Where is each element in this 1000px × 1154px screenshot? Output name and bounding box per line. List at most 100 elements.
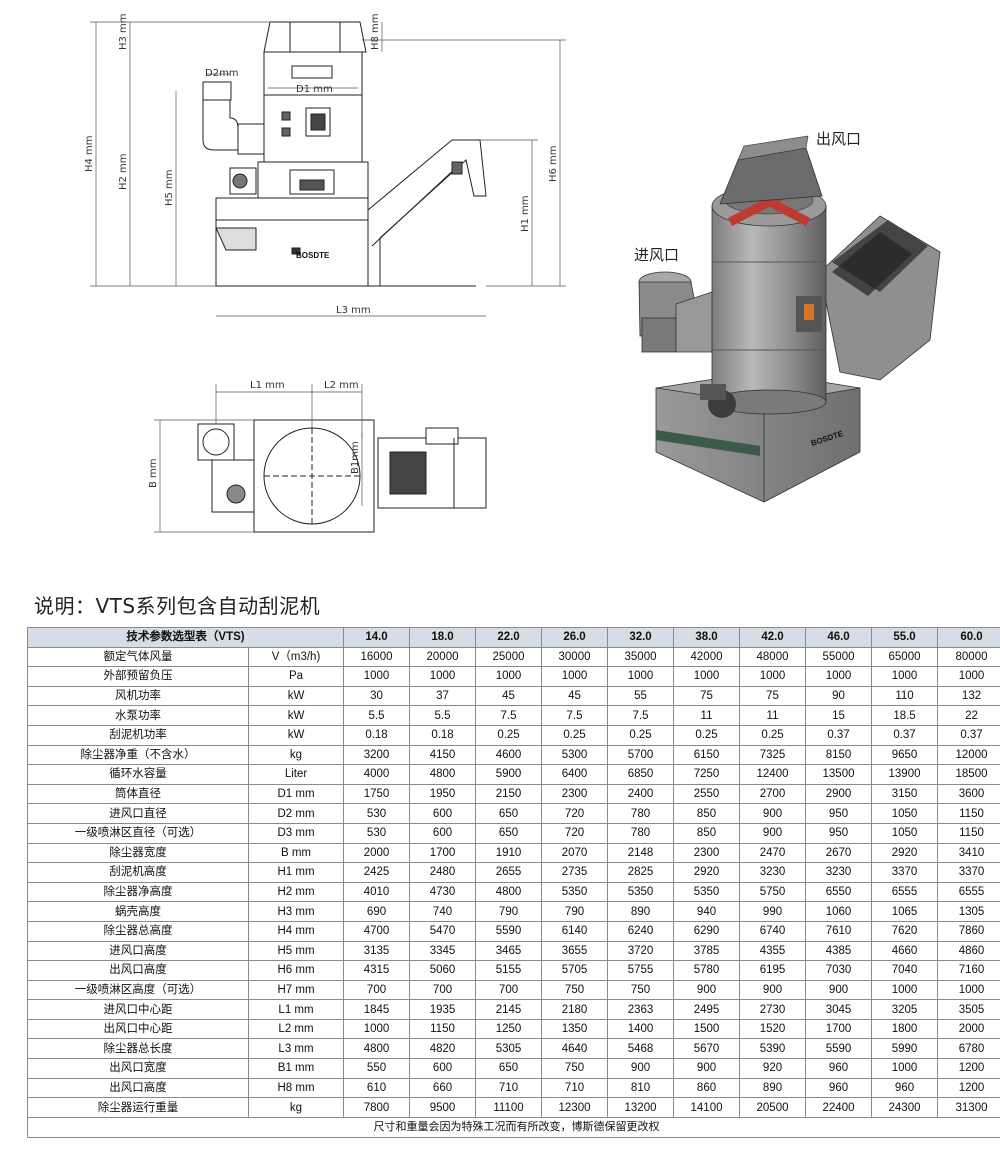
dim-b-label: B mm: [148, 458, 159, 488]
param-value: 4820: [409, 1038, 477, 1060]
param-value: 7160: [937, 960, 1000, 981]
param-value: 810: [607, 1077, 675, 1099]
param-value: 7.5: [475, 705, 543, 726]
param-value: 1000: [409, 666, 477, 687]
param-value: 7.5: [607, 705, 675, 726]
front-elevation-view: [202, 21, 487, 287]
model-header: 42.0: [739, 627, 807, 648]
dim-l2-label: L2 mm: [324, 380, 359, 391]
param-value: 7610: [805, 920, 873, 942]
param-value: 0.37: [871, 724, 939, 746]
dim-l1-label: L1 mm: [250, 380, 285, 391]
param-value: 0.25: [739, 724, 807, 746]
param-unit: B1 mm: [247, 1058, 345, 1079]
param-unit: H6 mm: [247, 960, 345, 981]
param-value: 30000: [541, 646, 609, 668]
param-value: 660: [409, 1077, 477, 1099]
param-value: 7040: [871, 960, 939, 981]
param-value: 900: [739, 979, 807, 1001]
param-value: 2700: [739, 783, 807, 805]
param-unit: kg: [247, 1097, 345, 1118]
param-value: 22: [937, 705, 1000, 726]
param-value: 6740: [739, 920, 807, 942]
param-value: 0.25: [607, 724, 675, 746]
param-value: 7860: [937, 920, 1000, 942]
model-header: 14.0: [343, 627, 411, 648]
param-value: 1065: [871, 901, 939, 922]
param-value: 1250: [475, 1018, 543, 1040]
param-value: 6555: [871, 881, 939, 903]
param-value: 2470: [739, 842, 807, 864]
dim-d1-label: D1 mm: [296, 84, 333, 95]
param-value: 2300: [673, 842, 741, 864]
param-value: 30: [343, 685, 411, 707]
param-value: 1000: [343, 666, 411, 687]
param-value: 2730: [739, 999, 807, 1020]
param-value: 2550: [673, 783, 741, 805]
param-name: 出风口中心距: [27, 1018, 249, 1040]
param-value: 530: [343, 822, 411, 844]
param-value: 6400: [541, 764, 609, 785]
dim-h2-label: H2 mm: [118, 153, 129, 190]
param-value: 5.5: [409, 705, 477, 726]
param-unit: H5 mm: [247, 940, 345, 962]
param-value: 950: [805, 822, 873, 844]
param-value: 2670: [805, 842, 873, 864]
param-value: 3410: [937, 842, 1000, 864]
param-value: 16000: [343, 646, 411, 668]
model-header: 38.0: [673, 627, 741, 648]
param-unit: L1 mm: [247, 999, 345, 1020]
param-unit: Liter: [247, 764, 345, 785]
param-value: 1150: [937, 822, 1000, 844]
param-unit: H3 mm: [247, 901, 345, 922]
param-value: 900: [607, 1058, 675, 1079]
footnote-row: 尺寸和重量会因为特殊工况而有所改变，博斯德保留更改权: [26, 1116, 1000, 1138]
spec-table: 技术参数选型表（VTS) 14.0 18.0 22.0 26.0 32.0 38…: [26, 627, 1000, 1138]
param-value: 12400: [739, 764, 807, 785]
param-value: 900: [739, 822, 807, 844]
outlet-callout: 出风口: [816, 130, 861, 148]
dim-h3-label: H3 mm: [118, 13, 129, 50]
param-name: 出风口高度: [27, 1077, 249, 1099]
param-value: 4315: [343, 960, 411, 981]
param-value: 9650: [871, 744, 939, 766]
param-name: 进风口高度: [27, 940, 249, 962]
param-value: 0.25: [541, 724, 609, 746]
param-value: 650: [475, 822, 543, 844]
param-value: 1750: [343, 783, 411, 805]
param-value: 80000: [937, 646, 1000, 668]
param-name: 刮泥机高度: [27, 862, 249, 883]
param-value: 1060: [805, 901, 873, 922]
param-name: 除尘器总高度: [27, 920, 249, 942]
param-value: 750: [607, 979, 675, 1001]
param-value: 2000: [937, 1018, 1000, 1040]
param-value: 1700: [409, 842, 477, 864]
param-value: 4150: [409, 744, 477, 766]
param-value: 20000: [409, 646, 477, 668]
param-value: 1800: [871, 1018, 939, 1040]
param-value: 5350: [607, 881, 675, 903]
param-value: 600: [409, 822, 477, 844]
param-unit: Pa: [247, 666, 345, 687]
param-value: 790: [541, 901, 609, 922]
param-name: 出风口宽度: [27, 1058, 249, 1079]
param-unit: V（m3/h): [247, 646, 345, 668]
param-name: 进风口直径: [27, 803, 249, 824]
param-value: 3200: [343, 744, 411, 766]
param-value: 3720: [607, 940, 675, 962]
param-value: 6195: [739, 960, 807, 981]
param-unit: kW: [247, 685, 345, 707]
param-value: 90: [805, 685, 873, 707]
param-value: 5060: [409, 960, 477, 981]
param-value: 11: [673, 705, 741, 726]
param-value: 960: [805, 1058, 873, 1079]
param-value: 5155: [475, 960, 543, 981]
param-value: 940: [673, 901, 741, 922]
